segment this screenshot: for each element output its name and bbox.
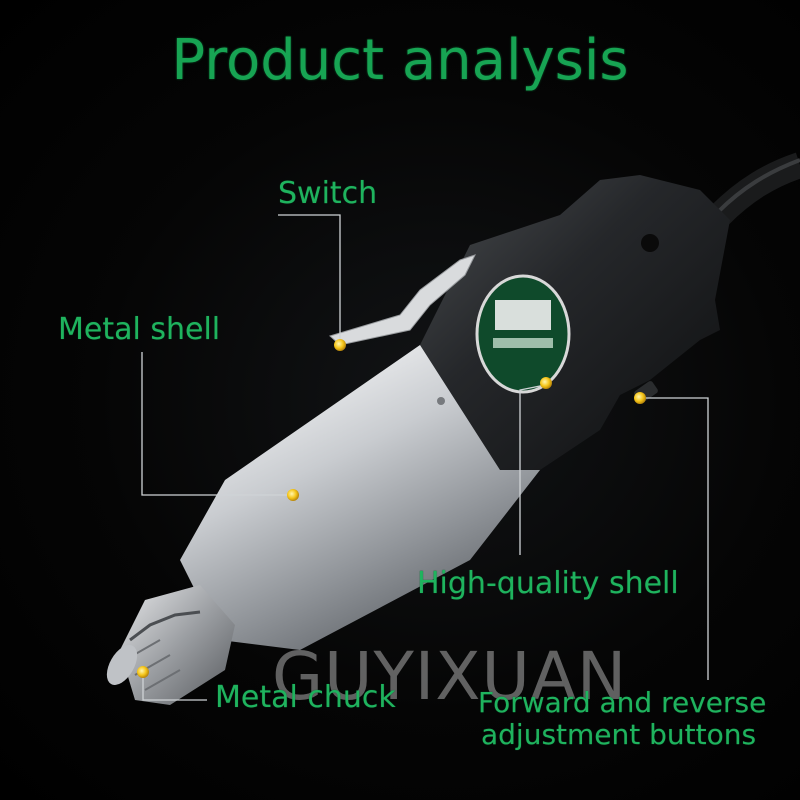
callout-forward-reverse-line2: adjustment buttons — [481, 718, 757, 751]
marker-switch — [334, 339, 346, 351]
marker-metal-chuck — [137, 666, 149, 678]
leader-metal-chuck — [142, 672, 207, 701]
marker-metal-shell — [287, 489, 299, 501]
brand-watermark: GUYIXUAN — [272, 638, 628, 715]
leader-hq-shell — [519, 384, 546, 555]
marker-hq-shell — [540, 377, 552, 389]
leader-switch — [278, 214, 341, 340]
callout-metal-chuck: Metal chuck — [215, 680, 396, 715]
callout-high-quality-shell: High-quality shell — [417, 566, 679, 601]
callout-markers — [137, 339, 646, 678]
leader-metal-shell — [141, 352, 293, 496]
brand-badge — [475, 274, 571, 394]
leader-lines — [141, 214, 709, 701]
vent-hole — [641, 234, 659, 252]
callout-forward-reverse-line1: Forward and reverse — [478, 686, 767, 719]
power-cable — [710, 152, 800, 225]
metal-chuck — [120, 585, 235, 705]
marker-forward-reverse — [634, 392, 646, 404]
shell-screw — [437, 397, 445, 405]
callout-switch: Switch — [278, 176, 378, 211]
callout-metal-shell: Metal shell — [58, 312, 221, 347]
page-title: Product analysis — [171, 28, 629, 93]
metal-shell — [180, 345, 540, 650]
leader-forward-reverse — [640, 397, 709, 680]
switch-lever — [329, 254, 476, 346]
